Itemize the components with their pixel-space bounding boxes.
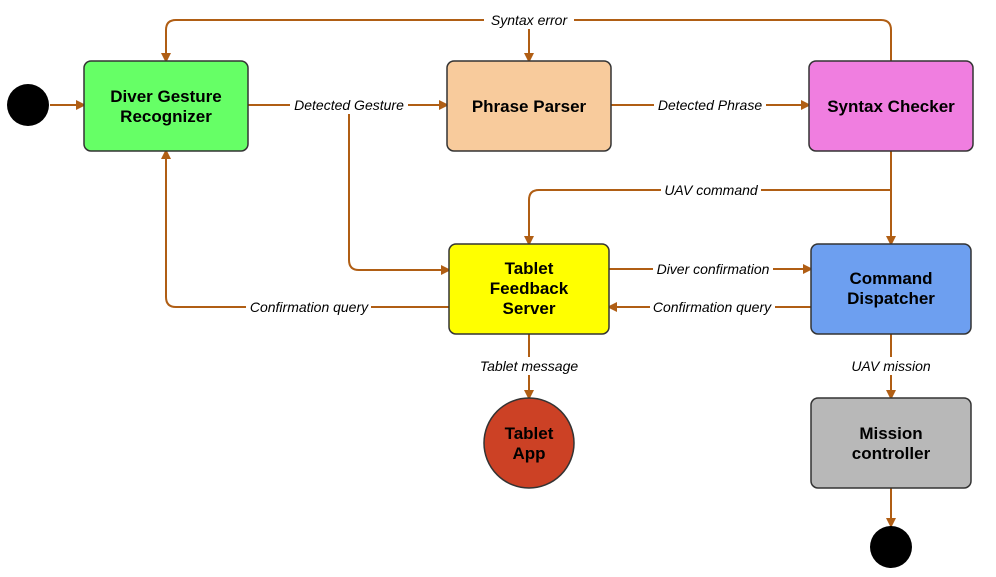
edge-uav-command (524, 189, 891, 246)
edge-label-detected-gesture: Detected Gesture (294, 97, 404, 113)
edge-label-detected-phrase: Detected Phrase (658, 97, 762, 113)
node-syntax-checker[interactable]: Syntax Checker (808, 60, 974, 152)
start-node (7, 84, 49, 126)
node-label-line1: Diver Gesture (110, 87, 222, 106)
node-phrase-parser[interactable]: Phrase Parser (446, 60, 612, 152)
node-mission-controller[interactable]: Mission controller (810, 397, 972, 489)
node-label-line1: Tablet (505, 424, 554, 443)
node-label-line2: App (512, 444, 545, 463)
node-label-line3: Server (503, 299, 556, 318)
node-tablet-app[interactable]: Tablet App (483, 397, 575, 489)
edge-label-confirmation-query-left: Confirmation query (250, 299, 369, 315)
end-node (870, 526, 912, 568)
node-label-line1: Tablet (505, 259, 554, 278)
node-label-line1: Command (849, 269, 932, 288)
edge-label-uav-command: UAV command (664, 182, 759, 198)
edge-label-syntax-error: Syntax error (491, 12, 569, 28)
node-label-line2: Recognizer (120, 107, 212, 126)
node-diver-gesture-recognizer[interactable]: Diver Gesture Recognizer (83, 60, 249, 152)
node-label-line1: Phrase Parser (472, 97, 587, 116)
node-tablet-feedback-server[interactable]: Tablet Feedback Server (448, 243, 610, 335)
node-label-line2: Feedback (490, 279, 569, 298)
edge-confirmation-query-left (161, 149, 449, 308)
edge-label-diver-confirmation: Diver confirmation (657, 261, 770, 277)
node-label-line1: Mission (859, 424, 922, 443)
edge-label-confirmation-query-right: Confirmation query (653, 299, 772, 315)
node-command-dispatcher[interactable]: Command Dispatcher (810, 243, 972, 335)
edge-label-tablet-message: Tablet message (480, 358, 579, 374)
node-label-line1: Syntax Checker (827, 97, 955, 116)
edge-label-uav-mission: UAV mission (851, 358, 931, 374)
edge-gesture-to-tablet-server (348, 105, 451, 275)
node-label-line2: Dispatcher (847, 289, 935, 308)
node-label-line2: controller (852, 444, 931, 463)
